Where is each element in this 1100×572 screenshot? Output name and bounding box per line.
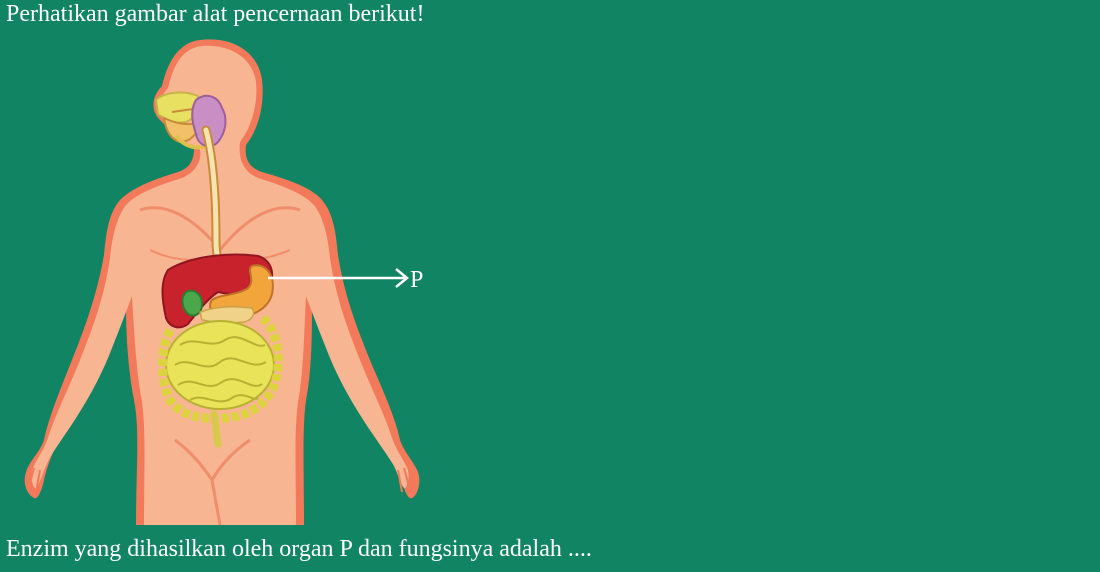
large-intestine [158, 314, 283, 448]
gallbladder [181, 289, 204, 317]
salivary-gland [191, 94, 227, 148]
question-title: Perhatikan gambar alat pencernaan beriku… [6, 1, 425, 27]
question-prompt: Enzim yang dihasilkan oleh organ P dan f… [6, 536, 592, 562]
label-p: P [410, 267, 423, 293]
pointer-arrow [268, 268, 409, 288]
small-intestine [165, 320, 275, 410]
